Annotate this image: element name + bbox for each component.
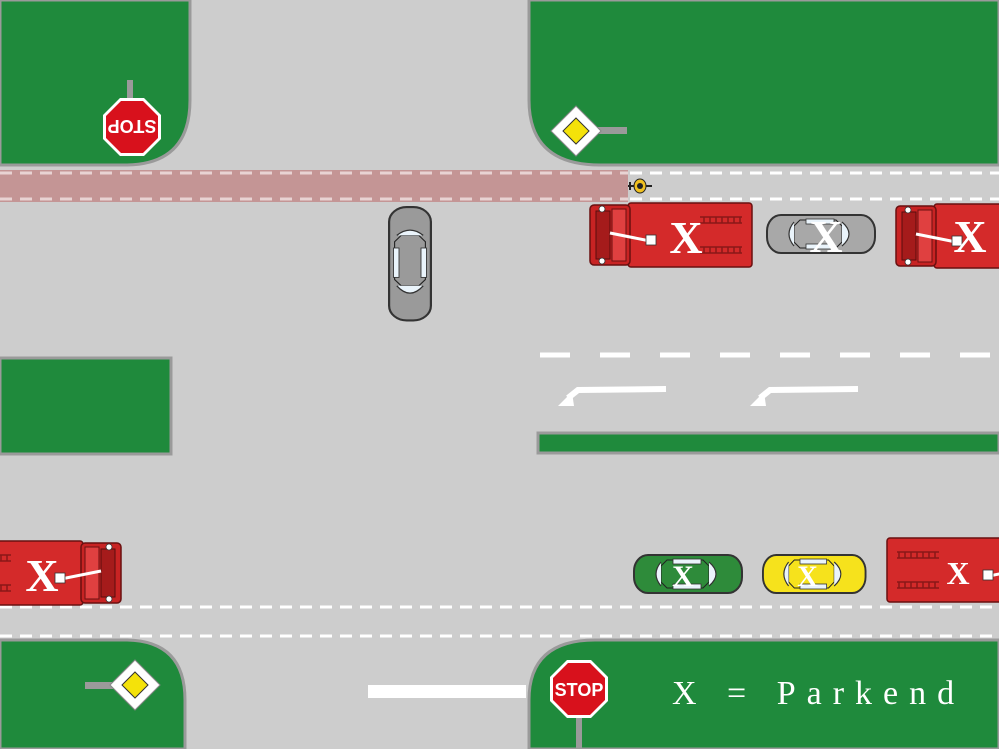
fire-truck-bottom-right	[885, 536, 999, 604]
parked-mark: X	[25, 550, 58, 601]
grass-median-strip	[536, 431, 999, 455]
parked-mark: X	[809, 211, 842, 262]
left-turn-arrow-2	[750, 386, 859, 406]
grass-top-left	[0, 0, 192, 167]
cyclist-icon	[628, 178, 652, 194]
priority-sign-bottom-left	[85, 659, 161, 711]
parked-mark: X	[797, 560, 818, 593]
grass-bottom-right	[527, 638, 999, 749]
bike-lane	[0, 170, 628, 202]
parked-mark: X	[946, 555, 969, 591]
stop-sign-bottom-text: STOP	[555, 680, 604, 700]
parked-mark: X	[953, 211, 986, 262]
stop-sign-top-left: STOP	[103, 80, 161, 156]
parked-mark: X	[669, 212, 702, 263]
stop-sign-bottom: STOP	[550, 660, 608, 749]
stop-line	[368, 685, 526, 698]
car-yellow: X	[761, 554, 867, 594]
car-top-grey: X	[766, 211, 876, 262]
grass-top-right	[527, 0, 999, 167]
stop-sign-top-left-text: STOP	[108, 116, 157, 136]
fire-truck-top-left: X	[588, 201, 754, 269]
legend-parked: X = Parkend	[672, 675, 966, 712]
grass-bottom-left	[0, 638, 187, 749]
car-moving-grey	[388, 205, 432, 322]
priority-sign-top-right	[550, 105, 627, 157]
fire-truck-top-right: X	[894, 202, 999, 270]
left-turn-arrow-1	[558, 386, 667, 406]
fire-truck-bottom-left	[0, 539, 123, 607]
car-green: X	[633, 554, 743, 594]
grass-left-island	[0, 356, 173, 456]
parked-mark: X	[672, 560, 694, 593]
